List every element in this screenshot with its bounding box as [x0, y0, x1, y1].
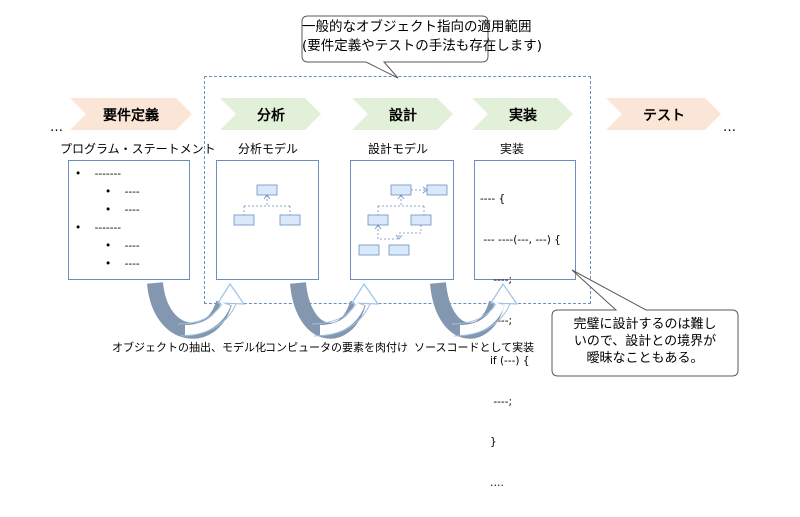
- model-link: [377, 195, 425, 215]
- code-line: }: [480, 436, 497, 448]
- top-callout-line2: (要件定義やテストの手法も存在します): [302, 38, 543, 54]
- model-node: [388, 244, 410, 256]
- transition-label-2: コンピュータの要素を肉付け: [265, 341, 408, 354]
- model-arrowhead: [397, 194, 405, 200]
- statement-item: • ----: [105, 258, 140, 270]
- implementation-code-box: ---- { --- ----(---, ---) { ----; ----; …: [474, 160, 576, 489]
- model-node: [279, 214, 301, 226]
- statement-item: • -------: [75, 222, 122, 234]
- code-line: if (---) {: [480, 355, 530, 367]
- oo-scope-boundary: [204, 76, 591, 304]
- step-chevron-requirements: [70, 98, 192, 130]
- design-model-box: [350, 160, 454, 280]
- step-chevron-test: [606, 98, 721, 130]
- design-model-diagram: [358, 184, 448, 256]
- code-line: ---- {: [480, 193, 506, 205]
- subtitle-implementation: 実装: [500, 142, 525, 156]
- step-label-implementation: 実装: [509, 108, 537, 124]
- model-arrowhead: [422, 186, 428, 194]
- step-chevron-implementation: [472, 98, 573, 130]
- code-line: ----;: [480, 274, 513, 286]
- top-callout: 一般的なオブジェクト指向の適用範囲 (要件定義やテストの手法も存在します): [302, 18, 543, 56]
- transition-arrow-1: [147, 281, 246, 339]
- program-statement-box: • ------- • ---- • ---- • ------- • ----…: [68, 160, 190, 280]
- statement-text: ----: [124, 186, 140, 198]
- model-link: [374, 224, 382, 230]
- transition-label-3: ソースコードとして実装: [414, 341, 535, 354]
- model-arrowhead: [395, 234, 403, 240]
- transition-arrows: [147, 281, 519, 339]
- code-line: ----;: [480, 395, 513, 408]
- statement-item: • -------: [75, 168, 122, 180]
- model-arrowhead: [263, 194, 271, 200]
- step-label-requirements: 要件定義: [103, 108, 159, 124]
- statement-item: • ----: [105, 204, 140, 216]
- step-label-analysis: 分析: [257, 108, 285, 124]
- bottom-callout-line3: 曖昧なこともある。: [586, 351, 704, 366]
- statement-text: -------: [94, 222, 122, 234]
- subtitle-design-model: 設計モデル: [368, 142, 429, 156]
- transition-label-1: オブジェクトの抽出、モデル化: [112, 341, 266, 354]
- model-link: [243, 195, 291, 215]
- step-chevron-design: [352, 98, 453, 130]
- step-label-design: 設計: [389, 108, 417, 124]
- ellipsis-right: …: [723, 120, 736, 135]
- statement-text: -------: [94, 168, 122, 180]
- analysis-model-box: [216, 160, 319, 280]
- bottom-callout-line2: いので、設計との境界が: [573, 334, 717, 349]
- statement-list: • ------- • ---- • ---- • ------- • ----…: [75, 165, 140, 273]
- model-node: [233, 214, 255, 226]
- step-label-test: テスト: [643, 108, 685, 124]
- analysis-model-diagram: [233, 184, 301, 226]
- code-line: --- ----(---, ---) {: [480, 233, 561, 246]
- ellipsis-left: …: [50, 120, 63, 135]
- step-chevron-analysis: [220, 98, 321, 130]
- subtitle-analysis-model: 分析モデル: [238, 142, 299, 156]
- bottom-callout-line1: 完璧に設計するのは難し: [573, 317, 717, 332]
- statement-text: ----: [124, 240, 140, 252]
- statement-text: ----: [124, 204, 140, 216]
- statement-text: ----: [124, 258, 140, 270]
- top-callout-shape: [301, 15, 489, 79]
- code-listing: ---- { --- ----(---, ---) { ----; ----; …: [480, 166, 561, 517]
- model-node: [358, 244, 380, 256]
- statement-item: • ----: [105, 240, 140, 252]
- model-link: [377, 225, 422, 240]
- process-chevrons: [70, 98, 721, 130]
- subtitle-program-statement: プログラム・ステートメント: [60, 142, 216, 156]
- statement-item: • ----: [105, 186, 140, 198]
- transition-arrow-3: [430, 281, 519, 339]
- bottom-callout-shape: [551, 269, 739, 377]
- top-callout-line1: 一般的なオブジェクト指向の適用範囲: [302, 19, 532, 35]
- transition-arrow-2: [290, 282, 380, 339]
- code-line: ….: [480, 476, 504, 489]
- bottom-callout: 完璧に設計するのは難し いので、設計との境界が 曖昧なこともある。: [552, 316, 738, 367]
